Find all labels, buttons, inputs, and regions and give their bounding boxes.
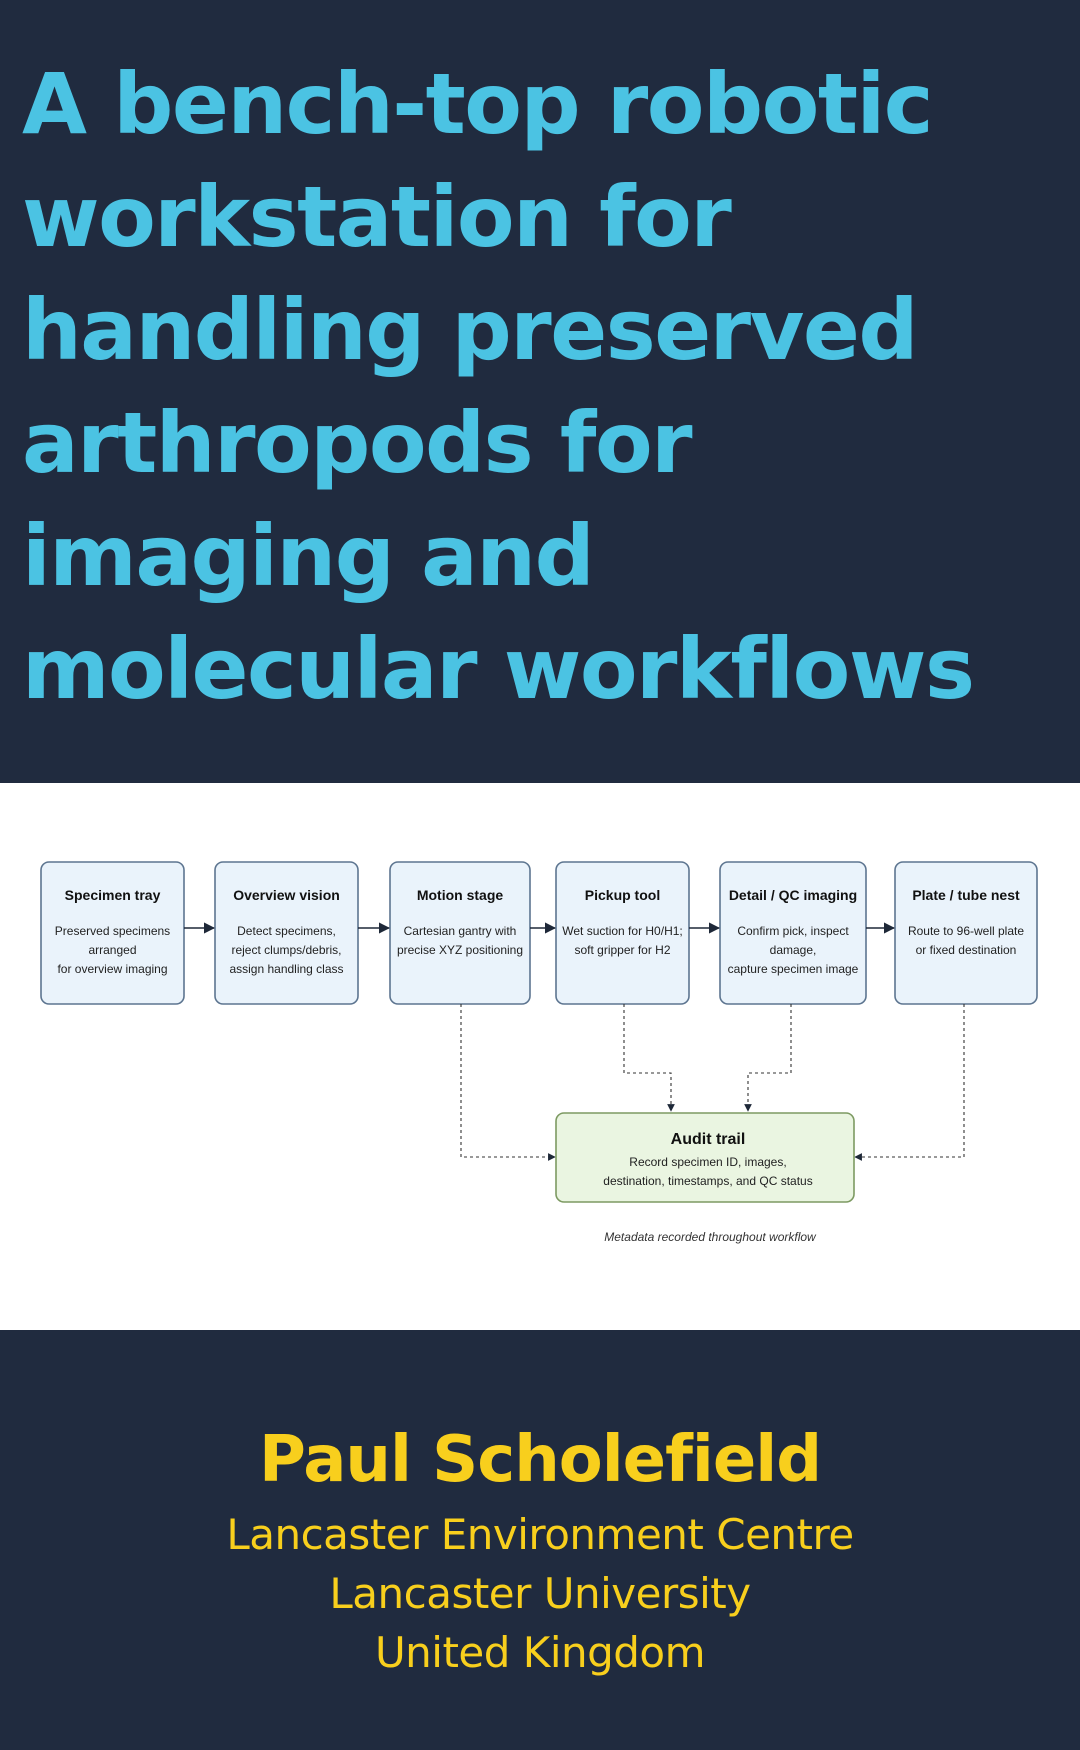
node-line: reject clumps/debris, — [231, 943, 341, 957]
node-line: precise XYZ positioning — [397, 943, 523, 957]
dashed-connector — [744, 1004, 792, 1112]
node-pickup-tool: Pickup tool Wet suction for H0/H1; soft … — [555, 861, 690, 1005]
node-title: Overview vision — [233, 887, 340, 903]
diagram-caption: Metadata recorded throughout workflow — [604, 1230, 817, 1244]
node-detail-qc-imaging: Detail / QC imaging Confirm pick, inspec… — [719, 861, 867, 1005]
node-line: damage, — [770, 943, 817, 957]
node-title: Motion stage — [417, 887, 504, 903]
paper-title: A bench-top robotic workstation for hand… — [22, 55, 975, 718]
node-line: or fixed destination — [916, 943, 1017, 957]
author-name: Paul Scholefield — [259, 1423, 822, 1497]
author-block: Paul Scholefield Lancaster Environment C… — [0, 1415, 1080, 1682]
node-plate-tube-nest: Plate / tube nest Route to 96-well plate… — [894, 861, 1038, 1005]
node-line: for overview imaging — [57, 962, 167, 976]
node-title: Pickup tool — [585, 887, 660, 903]
workflow-figure: Specimen tray Preserved specimens arrang… — [0, 783, 1080, 1330]
node-line: capture specimen image — [728, 962, 859, 976]
node-line: soft gripper for H2 — [574, 943, 670, 957]
audit-line: destination, timestamps, and QC status — [603, 1174, 812, 1188]
dashed-connector — [623, 1004, 675, 1112]
node-overview-vision: Overview vision Detect specimens, reject… — [214, 861, 359, 1005]
audit-title: Audit trail — [671, 1131, 746, 1148]
node-line: Wet suction for H0/H1; — [562, 924, 683, 938]
node-line: Cartesian gantry with — [404, 924, 517, 938]
affiliation-line: Lancaster Environment Centre — [226, 1510, 854, 1559]
node-specimen-tray: Specimen tray Preserved specimens arrang… — [40, 861, 185, 1005]
affiliation-line: Lancaster University — [329, 1569, 751, 1618]
audit-line: Record specimen ID, images, — [629, 1155, 786, 1169]
node-title: Detail / QC imaging — [729, 887, 857, 903]
node-line: Confirm pick, inspect — [737, 924, 849, 938]
node-line: Route to 96-well plate — [908, 924, 1024, 938]
node-title: Plate / tube nest — [912, 887, 1020, 903]
node-line: arranged — [88, 943, 136, 957]
dashed-connector — [460, 1004, 556, 1161]
node-audit-trail: Audit trail Record specimen ID, images, … — [555, 1112, 855, 1203]
dashed-connector — [854, 1004, 965, 1161]
node-line: assign handling class — [229, 962, 343, 976]
node-line: Detect specimens, — [237, 924, 336, 938]
workflow-diagram: Specimen tray Preserved specimens arrang… — [40, 861, 1038, 1244]
metadata-arrows — [460, 1004, 965, 1161]
node-line: Preserved specimens — [55, 924, 170, 938]
node-motion-stage: Motion stage Cartesian gantry with preci… — [389, 861, 531, 1005]
affiliation-line: United Kingdom — [374, 1628, 706, 1677]
node-title: Specimen tray — [65, 887, 161, 903]
